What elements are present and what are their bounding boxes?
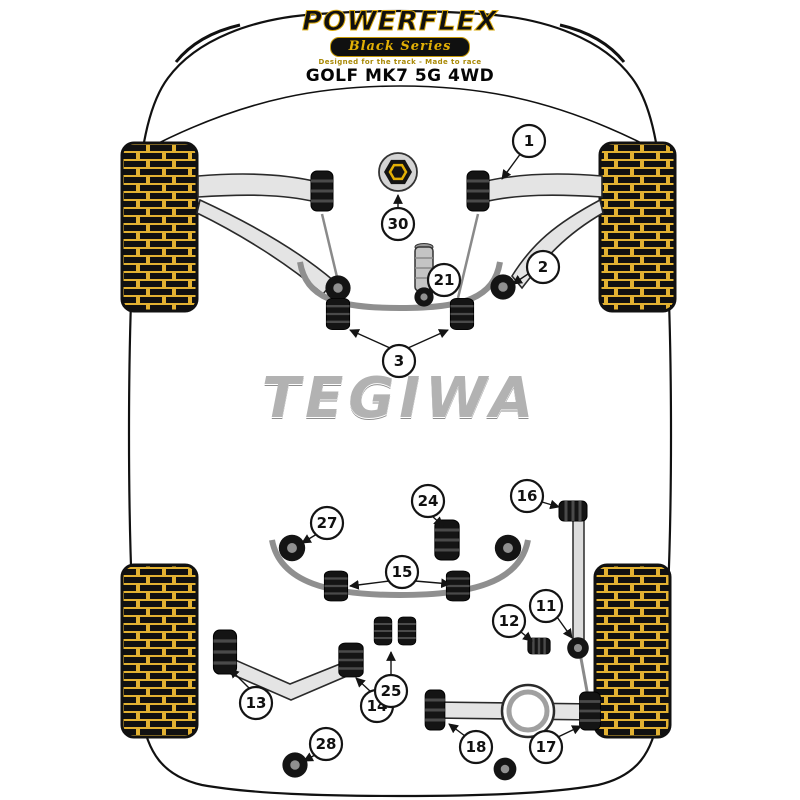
rear-mount-bush-left [278,534,306,562]
rear-arb-bush-left [322,569,350,603]
leader-line-17 [557,725,582,738]
leader-line-14 [355,677,372,693]
rear-suspension [211,499,602,781]
callout-30: 30 [380,206,416,242]
svg-text:28: 28 [316,735,337,753]
leader-line-18 [448,723,466,737]
leader-line-11 [556,616,573,639]
black-series-badge: Black Series [329,37,471,57]
leader-lines [229,152,582,762]
callout-21: 21 [426,262,462,298]
leader-line-1 [501,152,522,180]
tires [120,141,677,739]
svg-text:25: 25 [381,682,402,700]
leader-line-13 [229,668,251,690]
svg-text:21: 21 [434,271,455,289]
rear-link-right [572,513,585,643]
front-arm-front-bush-left [309,169,335,213]
trailing-arm-rear-bush [337,641,365,679]
svg-text:18: 18 [466,738,487,756]
leader-line-24 [431,515,444,527]
leader-line-12 [520,631,533,642]
svg-text:30: 30 [388,215,409,233]
svg-text:17: 17 [536,738,557,756]
powerflex-logo: POWERFLEX Black Series Designed for the … [0,8,800,66]
callout-24: 24 [410,483,446,519]
rear-pair-bush-left [373,615,393,647]
front-suspension [196,152,604,332]
leader-line-16 [541,499,560,510]
svg-text:15: 15 [392,563,413,581]
front-arm-rear-bush-right [490,274,516,300]
svg-text:1: 1 [524,132,534,150]
callout-15: 15 [384,554,420,590]
svg-text:24: 24 [418,492,439,510]
trailing-arm-front-bush [211,628,239,676]
callout-11: 11 [528,588,564,624]
rear-lower-arm-outer-bush [578,690,602,732]
leader-line-3b [407,329,449,349]
leader-line-15b [414,578,451,589]
rear-lower-arm-inner-bush [423,688,447,732]
vehicle-model-title: GOLF MK7 5G 4WD [305,66,495,86]
leader-line-2 [512,273,529,285]
callout-1: 1 [511,123,547,159]
tire-rear-left [120,563,199,739]
callout-13: 13 [238,685,274,721]
rear-pair-bush-right [397,615,417,647]
leader-line-28 [303,752,316,762]
logo-tagline: Designed for the track - Made to race [318,58,482,66]
rear-mount-bush-right [494,534,522,562]
rear-arb-bush-right [444,569,472,603]
rear-link-top-bush [557,499,589,523]
callout-25: 25 [373,673,409,709]
callouts: 1 30 2 21 3 27 24 16 15 11 12 13 14 25 2… [238,123,564,765]
leader-line-27 [301,533,318,544]
svg-text:12: 12 [499,612,520,630]
front-arm-rear-bush-left [325,275,351,301]
rear-anti-roll-bar [269,539,531,599]
callout-16: 16 [509,478,545,514]
top-mount-hex-nut [378,152,418,192]
rear-bottom-bush-left [282,752,308,778]
brand-wordmark: POWERFLEX [302,6,498,37]
front-anti-roll-bar [297,261,503,312]
front-corner-right [559,23,626,63]
tegiwa-watermark: TEGIWA [261,366,539,431]
front-arm-front-bush-right [465,169,491,213]
callout-12: 12 [491,603,527,639]
leader-line-3a [349,329,391,349]
callout-28: 28 [308,726,344,762]
callout-18: 18 [458,729,494,765]
tire-rear-right [593,563,672,739]
rear-link-bottom-bush [567,637,589,659]
subframe-strut-right [456,213,480,299]
callout-17: 17 [528,729,564,765]
rear-hub-ring-inner [506,689,550,733]
front-corner-left [174,23,241,63]
front-arb-bush-right [448,296,476,332]
svg-text:3: 3 [394,352,404,370]
tire-front-right [598,141,677,313]
callout-3: 3 [381,343,417,379]
svg-text:2: 2 [538,258,548,276]
callout-27: 27 [309,505,345,541]
svg-text:13: 13 [246,694,267,712]
leader-line-15a [349,580,390,590]
rear-subframe-front-bush [433,518,461,562]
front-arb-bush-left [324,296,352,332]
tire-front-left [120,141,199,313]
svg-text:16: 16 [517,487,538,505]
svg-text:11: 11 [536,597,557,615]
rear-bottom-bush-right [493,757,517,781]
callout-2: 2 [525,249,561,285]
front-cowl-line [144,85,656,151]
svg-text:27: 27 [317,514,338,532]
